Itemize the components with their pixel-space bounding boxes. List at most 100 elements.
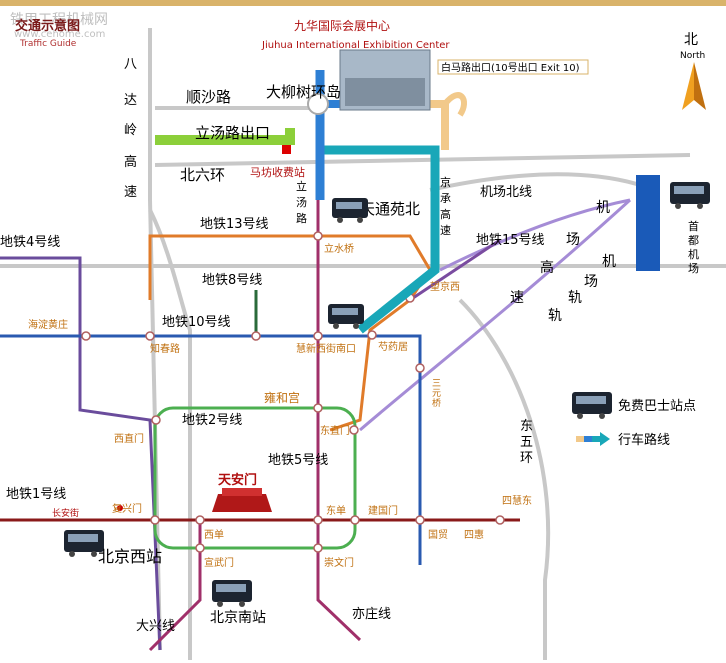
legend: 免费巴士站点 行车路线 (572, 392, 696, 448)
station-changanjie: 长安街 (52, 507, 79, 519)
station-xidan: 西单 (204, 529, 224, 541)
station-haidian-huangzhuang: 海淀黄庄 (28, 318, 68, 331)
route-tan (410, 100, 449, 150)
page-title: 交通示意图 (15, 18, 80, 34)
station-dongzhimen: 东直门 (320, 424, 350, 437)
tiananmen-icon (212, 494, 272, 512)
road-east5-2: 五 (520, 435, 533, 450)
road-airport-north: 机场北线 (480, 185, 532, 200)
legend-route-icon (576, 432, 610, 446)
road-east5-3: 环 (520, 451, 533, 466)
exit-label: 白马路出口(10号出口 Exit 10) (441, 61, 580, 74)
north-arrow-icon (682, 62, 694, 110)
road-daliushu: 大柳树环岛 (266, 83, 341, 101)
venue-name-cn: 九华国际会展中心 (294, 18, 390, 33)
bus-icon-tiantongyuan (332, 198, 368, 223)
line10-path (0, 334, 422, 565)
label-line2: 地铁2号线 (182, 413, 242, 428)
road-airport-rail-2: 场 (584, 274, 598, 290)
road-east5-1: 东 (520, 419, 533, 434)
road-badaling-4: 高 (124, 154, 137, 170)
station-guomao: 国贸 (428, 529, 448, 541)
legend-bus-label: 免费巴士站点 (618, 399, 696, 414)
capital-airport-icon (636, 175, 660, 271)
legend-bus-icon (572, 392, 612, 419)
station-sihui: 四惠 (464, 528, 484, 541)
station-dongdan: 东单 (326, 504, 346, 517)
road-badaling-1: 八 (124, 57, 137, 72)
road-airport-rail-4: 轨 (548, 308, 562, 324)
route-teal (320, 145, 440, 334)
station-xuanwumen: 宣武门 (204, 556, 234, 569)
label-line15: 地铁15号线 (476, 233, 545, 248)
bus-icon-airport (670, 182, 710, 209)
road-badaling-3: 岭 (124, 123, 137, 138)
daliushu-roundabout-icon (307, 93, 329, 115)
line2-path (153, 406, 357, 550)
airport-label-2: 都 (688, 234, 699, 247)
road-litang-exit: 立汤路出口 (195, 124, 270, 142)
airport-rail-line (359, 198, 632, 432)
road-litang-3: 路 (296, 212, 307, 225)
label-line8: 地铁8号线 (202, 273, 262, 288)
station-sanyuanqiao-1: 三 (432, 379, 441, 389)
station-chongwenmen: 崇文门 (324, 556, 354, 569)
road-airport-exp-3: 高 (540, 259, 554, 276)
road-jingcheng-1: 京 (440, 175, 451, 189)
bus-icon-beijing-west (64, 530, 104, 557)
station-lishuiqiao: 立水桥 (324, 242, 354, 255)
station-tiantongyuan-north: 天通苑北 (360, 200, 420, 218)
venue-name-en: Jiuhua International Exhibition Center (261, 40, 450, 51)
station-sihuidong: 四慧东 (502, 494, 532, 507)
bus-icon-beijing-south (212, 580, 252, 607)
label-yizhuang: 亦庄线 (352, 606, 391, 622)
label-line13: 地铁13号线 (200, 217, 269, 232)
road-airport-exp-2: 场 (566, 232, 580, 248)
label-line10: 地铁10号线 (162, 315, 231, 330)
roads-layer (0, 28, 726, 660)
airport-label-4: 场 (688, 261, 699, 275)
airport-express-line (439, 198, 631, 272)
road-jingcheng-4: 速 (440, 224, 451, 237)
station-wangjingxi: 望京西 (430, 280, 460, 293)
line15-path (409, 238, 501, 302)
station-zhichunlu: 知春路 (150, 342, 180, 355)
station-yonghegong: 雍和宫 (264, 390, 300, 405)
north-label-en: North (680, 51, 705, 61)
line4-path (0, 256, 162, 651)
route-green (155, 128, 295, 145)
airport-label-1: 首 (688, 219, 699, 233)
road-badaling-2: 达 (124, 93, 137, 108)
bus-station-beijing-south: 北京南站 (210, 610, 266, 626)
bus-station-beijing-west: 北京西站 (98, 547, 162, 566)
airport-label-3: 机 (688, 247, 699, 261)
mafang-toll-icon (282, 145, 291, 154)
label-line5: 地铁5号线 (268, 453, 328, 468)
road-shunsha: 顺沙路 (186, 88, 231, 106)
north-label-cn: 北 (684, 32, 698, 48)
station-xizhimen: 西直门 (114, 432, 144, 445)
road-litang-1: 立 (296, 179, 307, 193)
bus-icon-huixinxijie (328, 304, 364, 329)
watermark-cn: 铁甲工程机械网 (10, 12, 108, 28)
station-tiananmen: 天安门 (218, 472, 257, 488)
road-badaling-5: 速 (124, 185, 137, 200)
road-jingcheng-3: 高 (440, 207, 451, 221)
road-mafang-toll: 马坊收费站 (250, 165, 305, 179)
station-jianguomen: 建国门 (368, 504, 398, 517)
legend-route-label: 行车路线 (618, 432, 670, 448)
top-border (0, 0, 726, 6)
station-sanyuanqiao-3: 桥 (432, 397, 441, 409)
road-airport-rail-1: 机 (602, 254, 616, 270)
road-beiliuhuan: 北六环 (180, 166, 225, 184)
fuxingmen-marker (117, 505, 123, 511)
road-airport-exp-1: 机 (596, 200, 610, 216)
station-fuxingmen: 复兴门 (112, 502, 142, 515)
road-airport-exp-4: 速 (510, 290, 524, 306)
watermark-url: www.cehome.com (14, 29, 105, 40)
label-line1: 地铁1号线 (6, 487, 66, 502)
station-shaoyaoju: 芍药居 (378, 340, 408, 353)
road-jingcheng-2: 承 (440, 192, 451, 205)
road-litang-2: 汤 (296, 195, 307, 209)
